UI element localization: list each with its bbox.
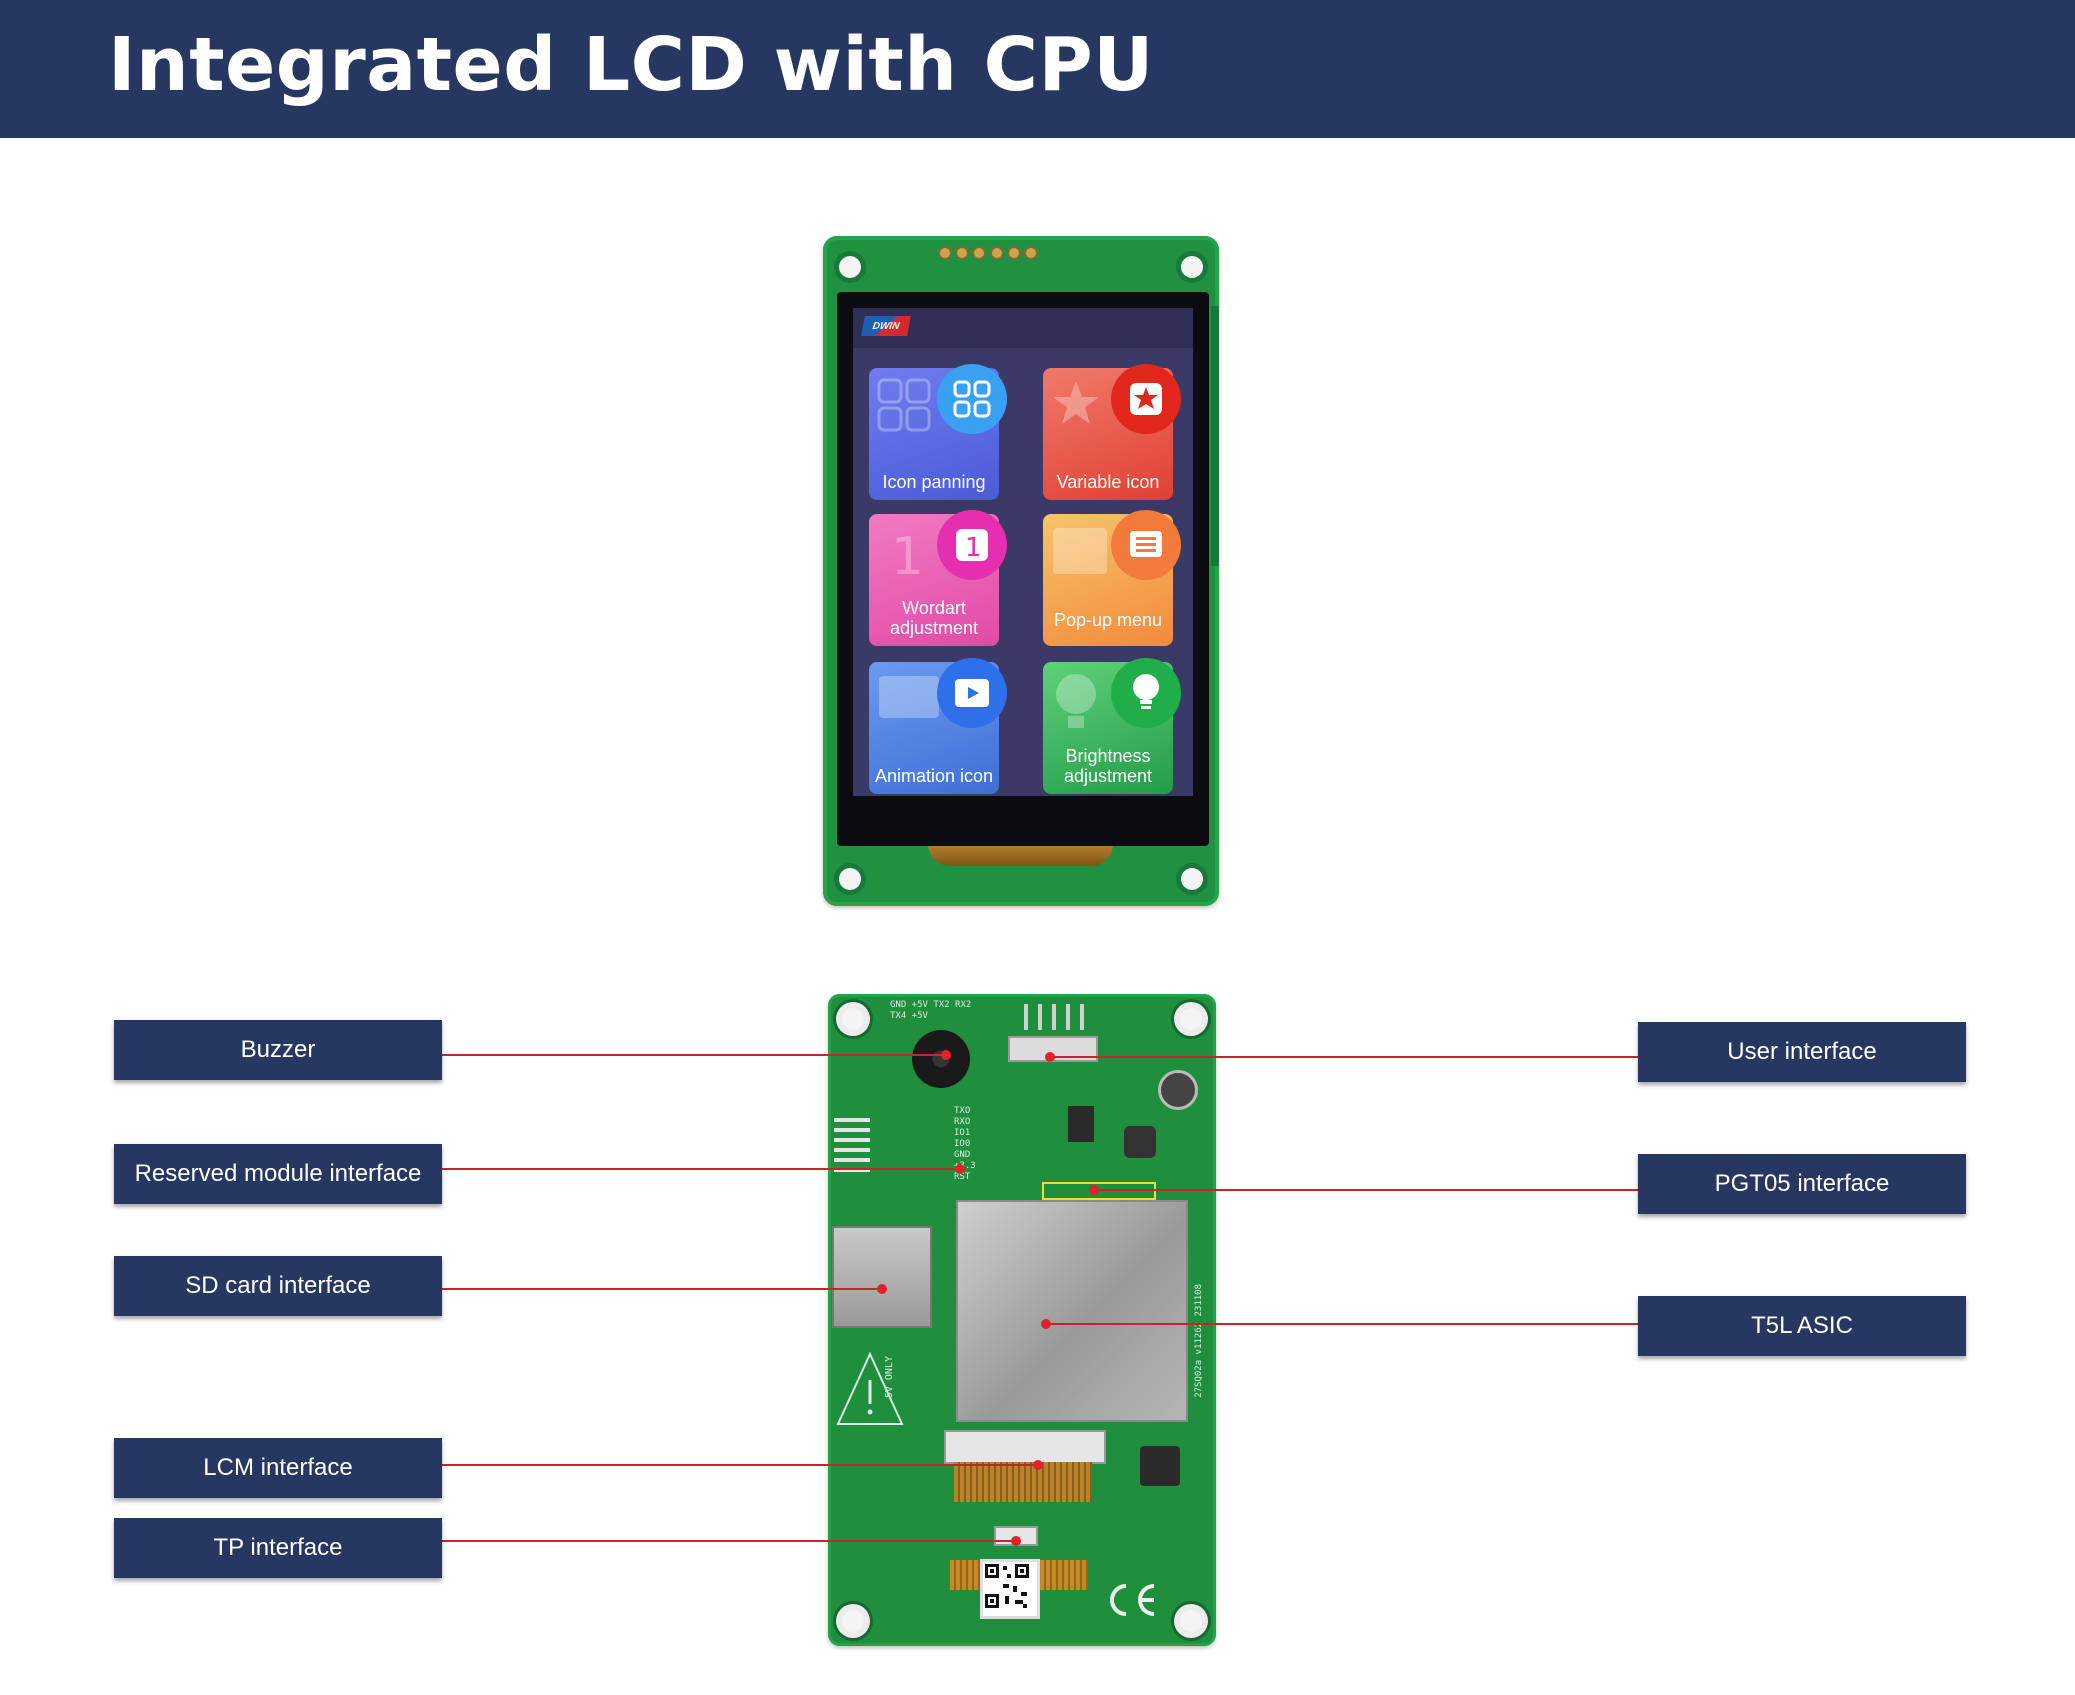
leader-line-buzzer: [442, 1054, 946, 1056]
screen-top-bar: DWIN: [853, 308, 1193, 348]
tile-wordart-adjustment[interactable]: 1 1 Wordart adjustment: [869, 510, 1007, 646]
tile-icon-panning[interactable]: Icon panning: [869, 364, 1007, 500]
tile-brightness-adjustment[interactable]: Brightness adjustment: [1043, 658, 1181, 794]
callout-sd-card-interface: SD card interface: [114, 1256, 442, 1316]
marker-buzzer: [941, 1050, 951, 1060]
leader-line-user-interface: [1050, 1056, 1640, 1058]
marker-sd-card: [877, 1284, 887, 1294]
star-icon: [1053, 381, 1099, 424]
regulator-chip: [1068, 1106, 1094, 1142]
mounting-hole: [1181, 868, 1203, 890]
silkscreen-header-labels: GND +5V TX2 RX2 TX4 +5V: [890, 1000, 972, 1021]
mounting-hole: [842, 1610, 864, 1632]
callout-reserved-module-interface: Reserved module interface: [114, 1144, 442, 1204]
svg-text:1: 1: [965, 533, 982, 563]
popup-menu-icon: [1053, 528, 1107, 574]
mounting-hole: [1180, 1610, 1202, 1632]
ic-chip: [1140, 1446, 1180, 1486]
leader-line-lcm: [442, 1464, 1038, 1466]
connector-pins: [1024, 1004, 1084, 1030]
lcm-connector: [944, 1430, 1106, 1464]
leader-line-tp: [442, 1540, 1016, 1542]
callout-pgt05-interface: PGT05 interface: [1638, 1154, 1966, 1214]
lcd-bezel: DWIN Icon pannin: [837, 292, 1209, 846]
mounting-hole: [1181, 256, 1203, 278]
t5l-asic-shield: [956, 1200, 1188, 1422]
marker-t5l-asic: [1041, 1319, 1051, 1329]
leader-line-t5l-asic: [1046, 1323, 1640, 1325]
callout-buzzer: Buzzer: [114, 1020, 442, 1080]
pcb-back: GND +5V TX2 RX2 TX4 +5V TXO RXO IO1 IO0 …: [828, 994, 1216, 1646]
callout-t5l-asic: T5L ASIC: [1638, 1296, 1966, 1356]
tile-popup-menu[interactable]: Pop-up menu: [1043, 510, 1181, 646]
warning-triangle-icon: [836, 1351, 904, 1425]
video-icon: [879, 676, 939, 718]
mounting-hole: [839, 868, 861, 890]
leader-line-pgt05: [1094, 1189, 1640, 1191]
lcd-screen: DWIN Icon pannin: [853, 308, 1193, 796]
header-bar: Integrated LCD with CPU: [0, 0, 2075, 138]
marker-user-interface: [1045, 1052, 1055, 1062]
inductor: [1124, 1126, 1156, 1158]
pgt05-pads: [1042, 1182, 1156, 1200]
grid-icon: [937, 364, 1007, 434]
buzzer: [912, 1030, 970, 1088]
pcb-edge: [1211, 306, 1219, 566]
tile-label: Brightness adjustment: [1063, 746, 1153, 786]
popup-menu-icon: [1111, 510, 1181, 580]
tile-label: Pop-up menu: [1053, 610, 1163, 630]
mounting-hole: [1180, 1008, 1202, 1030]
qr-code-sticker: [980, 1559, 1040, 1619]
tile-label: Wordart adjustment: [889, 598, 979, 638]
tile-variable-icon[interactable]: Variable icon: [1043, 364, 1181, 500]
video-icon: [937, 658, 1007, 728]
ce-mark-icon: [1110, 1584, 1155, 1616]
star-icon: [1111, 364, 1181, 434]
number-one-icon: 1: [937, 510, 1007, 580]
lightbulb-icon: [1056, 674, 1096, 728]
tile-label: Animation icon: [874, 766, 994, 786]
page-title: Integrated LCD with CPU: [108, 22, 1154, 108]
grid-icon: [877, 378, 931, 432]
brand-logo: DWIN: [861, 316, 911, 336]
tile-label: Icon panning: [882, 472, 986, 492]
leader-line-sd-card: [442, 1288, 882, 1290]
number-one-icon: 1: [891, 527, 924, 584]
marker-reserved-module: [955, 1164, 965, 1174]
pin-header: [938, 246, 1038, 260]
antenna-trace: [834, 1112, 870, 1172]
tile-animation-icon[interactable]: Animation icon: [869, 658, 1007, 794]
lcd-module-front: DWIN Icon pannin: [823, 236, 1219, 906]
svg-text:1: 1: [891, 527, 924, 584]
lightbulb-icon: [1111, 658, 1181, 728]
leader-line-reserved-module: [442, 1168, 960, 1170]
marker-lcm: [1033, 1460, 1043, 1470]
callout-lcm-interface: LCM interface: [114, 1438, 442, 1498]
silkscreen-part-number: 27SQ02a v11262 231108: [1194, 1284, 1204, 1398]
tile-label: Variable icon: [1056, 472, 1160, 492]
lcm-flex-cable: [954, 1462, 1092, 1502]
sd-card-slot: [832, 1226, 932, 1328]
marker-tp: [1011, 1536, 1021, 1546]
lcd-flex-cable: [928, 844, 1113, 866]
callout-user-interface: User interface: [1638, 1022, 1966, 1082]
silkscreen-warning: 5V ONLY: [884, 1356, 895, 1399]
capacitor: [1158, 1070, 1198, 1110]
silkscreen-reserved-labels: TXO RXO IO1 IO0 GND +3.3 RST: [954, 1106, 976, 1182]
mounting-hole: [842, 1008, 864, 1030]
mounting-hole: [839, 256, 861, 278]
callout-tp-interface: TP interface: [114, 1518, 442, 1578]
marker-pgt05: [1089, 1185, 1099, 1195]
